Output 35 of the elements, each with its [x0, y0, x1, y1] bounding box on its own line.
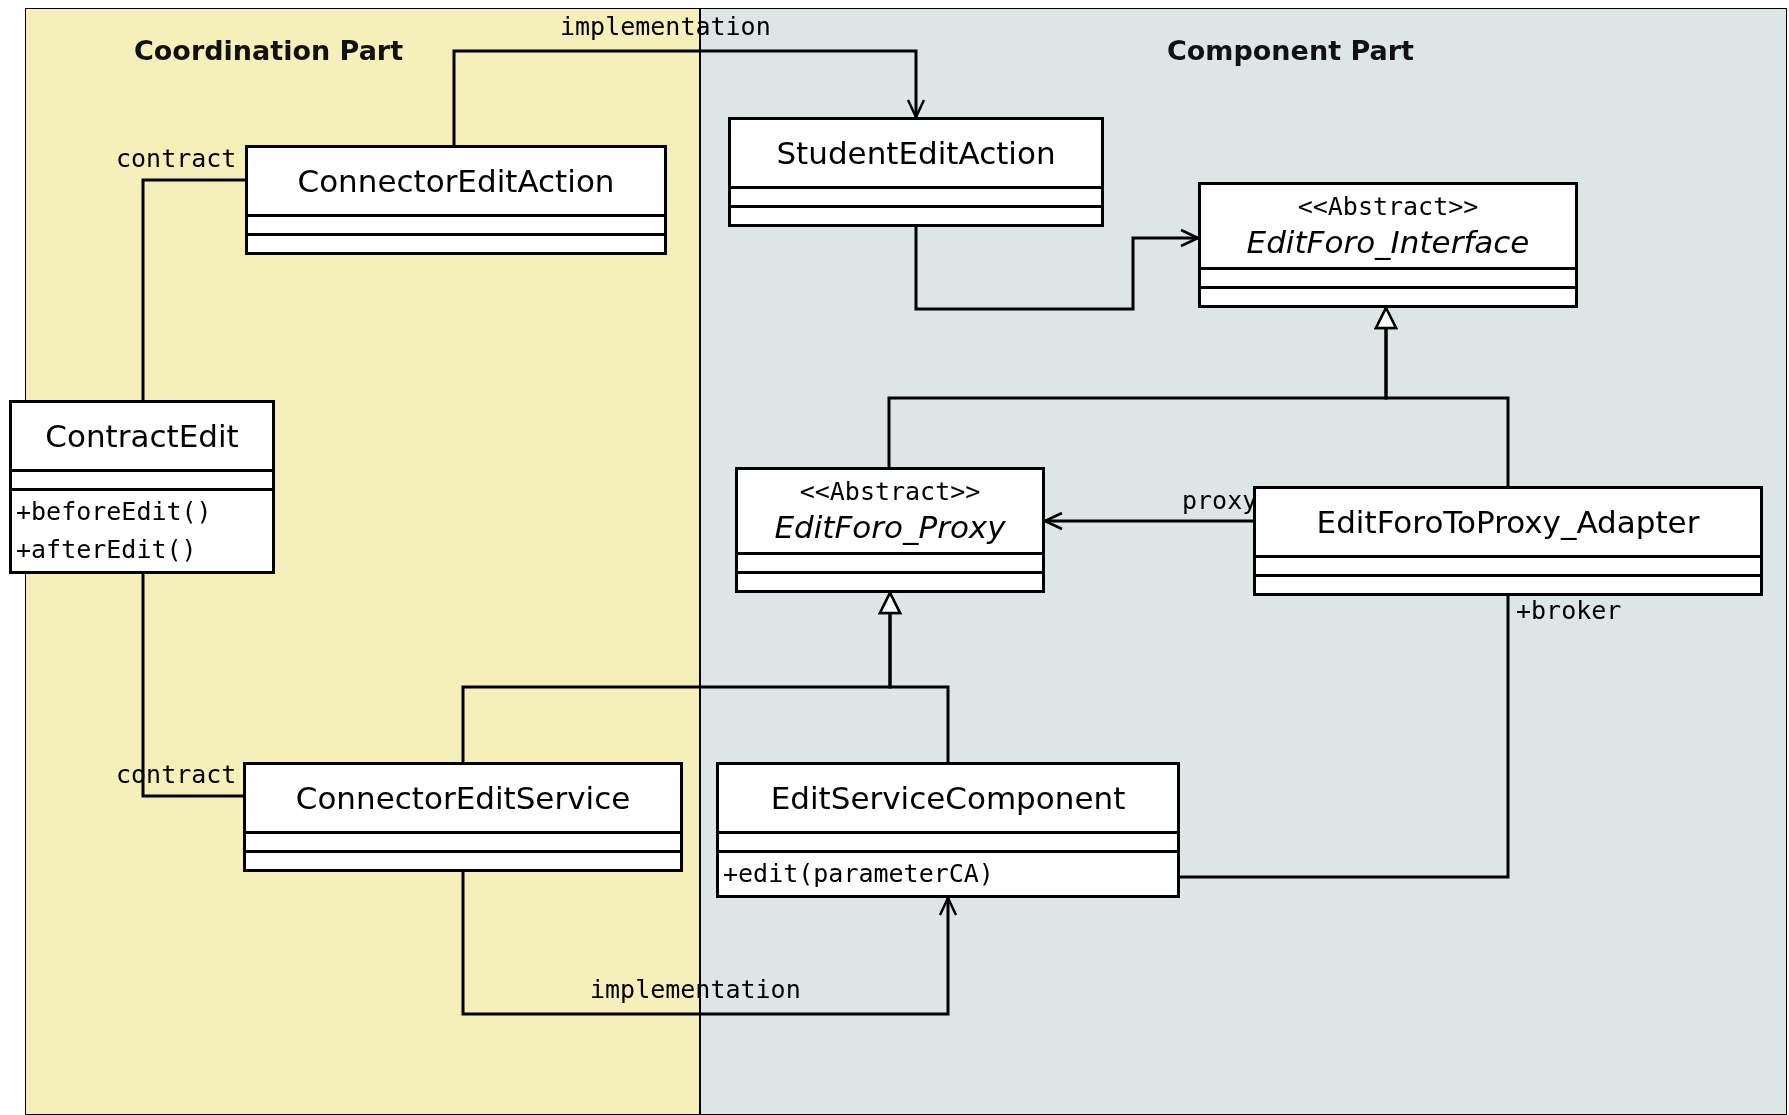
class-box: [728, 117, 1104, 227]
generalization-arrow: [878, 591, 950, 762]
edge-label: +broker: [1516, 598, 1622, 624]
class-name: StudentEditAction: [776, 134, 1056, 172]
class-box: [1198, 182, 1578, 308]
association-line: [1043, 511, 1253, 531]
stereotype-label: <<Abstract>>: [799, 476, 981, 508]
edge-label: proxy: [1182, 488, 1258, 514]
association-line: [141, 178, 245, 400]
class-box: [243, 762, 683, 872]
class-box: [9, 400, 275, 574]
association-line: [452, 49, 926, 145]
association-line: [1180, 596, 1510, 879]
class-name: EditForoToProxy_Adapter: [1316, 503, 1700, 541]
class-name: EditServiceComponent: [770, 779, 1126, 817]
class-name: EditForo_Interface: [1246, 223, 1530, 261]
class-box: [245, 145, 667, 255]
association-line: [141, 574, 243, 798]
generalization-arrow: [1374, 306, 1510, 486]
panel-title: Coordination Part: [134, 34, 404, 68]
association-line: [461, 872, 958, 1016]
class-name: ContractEdit: [45, 417, 239, 455]
class-box: [716, 762, 1180, 898]
method-text: +edit(parameterCA): [723, 858, 995, 890]
class-box: [735, 467, 1045, 593]
edge-label: contract: [116, 146, 237, 172]
class-name: EditForo_Proxy: [774, 508, 1006, 546]
class-box: [1253, 486, 1763, 596]
association-line: [914, 227, 1200, 311]
method-text: +beforeEdit(): [16, 496, 213, 528]
class-name: ConnectorEditAction: [297, 162, 615, 200]
stereotype-label: <<Abstract>>: [1297, 191, 1479, 223]
method-text: +afterEdit(): [16, 534, 198, 566]
panel-title: Component Part: [1167, 34, 1414, 68]
class-name: ConnectorEditService: [295, 779, 631, 817]
